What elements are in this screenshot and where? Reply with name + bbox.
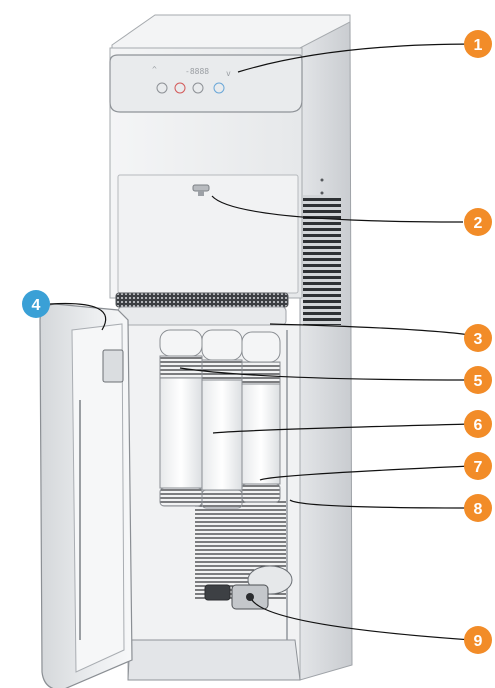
leader-line-6 — [212, 423, 471, 434]
leader-line-5 — [179, 367, 473, 381]
callout-badge-9: 9 — [464, 626, 492, 654]
cabinet-side-panel — [299, 19, 353, 681]
callout-7-number: 7 — [474, 459, 483, 476]
leader-line-4 — [49, 302, 107, 331]
callout-8-circle — [464, 494, 492, 522]
down-arrow-icon: v — [226, 69, 231, 78]
pump-motor — [204, 565, 293, 610]
callout-badges: 1 2 3 4 5 6 7 8 — [22, 30, 492, 654]
filter-cartridges — [159, 329, 281, 509]
child-lock-icon[interactable] — [192, 82, 204, 94]
callout-9-number: 9 — [474, 633, 483, 650]
bottom-tray — [127, 639, 301, 681]
callout-badge-6: 6 — [464, 410, 492, 438]
callout-5-number: 5 — [474, 373, 483, 390]
drop-icon[interactable] — [156, 82, 168, 94]
dispensing-recess — [117, 174, 299, 294]
callout-badge-1: 1 — [464, 30, 492, 58]
callout-5-circle — [464, 366, 492, 394]
control-panel: -8888 ^ v — [109, 54, 303, 113]
callout-badge-5: 5 — [464, 366, 492, 394]
callout-badge-4: 4 — [22, 290, 50, 318]
callout-6-number: 6 — [474, 417, 483, 434]
callout-badge-8: 8 — [464, 494, 492, 522]
door-latch — [102, 349, 124, 383]
callout-3-circle — [464, 324, 492, 352]
up-arrow-icon: ^ — [152, 65, 157, 74]
filter-1 — [159, 329, 203, 507]
callout-badge-3: 3 — [464, 324, 492, 352]
callout-1-circle — [464, 30, 492, 58]
display-readout: -8888 — [185, 67, 209, 76]
callout-2-circle — [464, 208, 492, 236]
filter-3 — [241, 331, 281, 503]
callout-4-number: 4 — [32, 297, 41, 314]
callout-6-circle — [464, 410, 492, 438]
leader-line-2 — [211, 195, 464, 223]
leader-line-1 — [237, 43, 476, 73]
side-vent-grille — [303, 195, 341, 325]
leader-line-9 — [251, 599, 473, 641]
callout-4-circle — [22, 290, 50, 318]
cold-icon[interactable] — [213, 82, 225, 94]
callout-8-number: 8 — [474, 501, 483, 518]
leader-line-7 — [259, 465, 471, 481]
callout-badge-2: 2 — [464, 208, 492, 236]
filter-2 — [201, 329, 243, 509]
callout-badge-7: 7 — [464, 452, 492, 480]
callout-1-number: 1 — [474, 37, 483, 54]
drip-tray — [115, 292, 289, 326]
hot-icon[interactable] — [174, 82, 186, 94]
callout-9-circle — [464, 626, 492, 654]
leader-line-8 — [289, 499, 471, 509]
callout-3-number: 3 — [474, 331, 483, 348]
callout-2-number: 2 — [474, 215, 483, 232]
front-door-open[interactable] — [39, 303, 133, 688]
leader-line-3 — [269, 323, 471, 336]
dispensing-nozzle — [192, 184, 210, 196]
callout-7-circle — [464, 452, 492, 480]
callout-leader-lines — [49, 43, 476, 641]
